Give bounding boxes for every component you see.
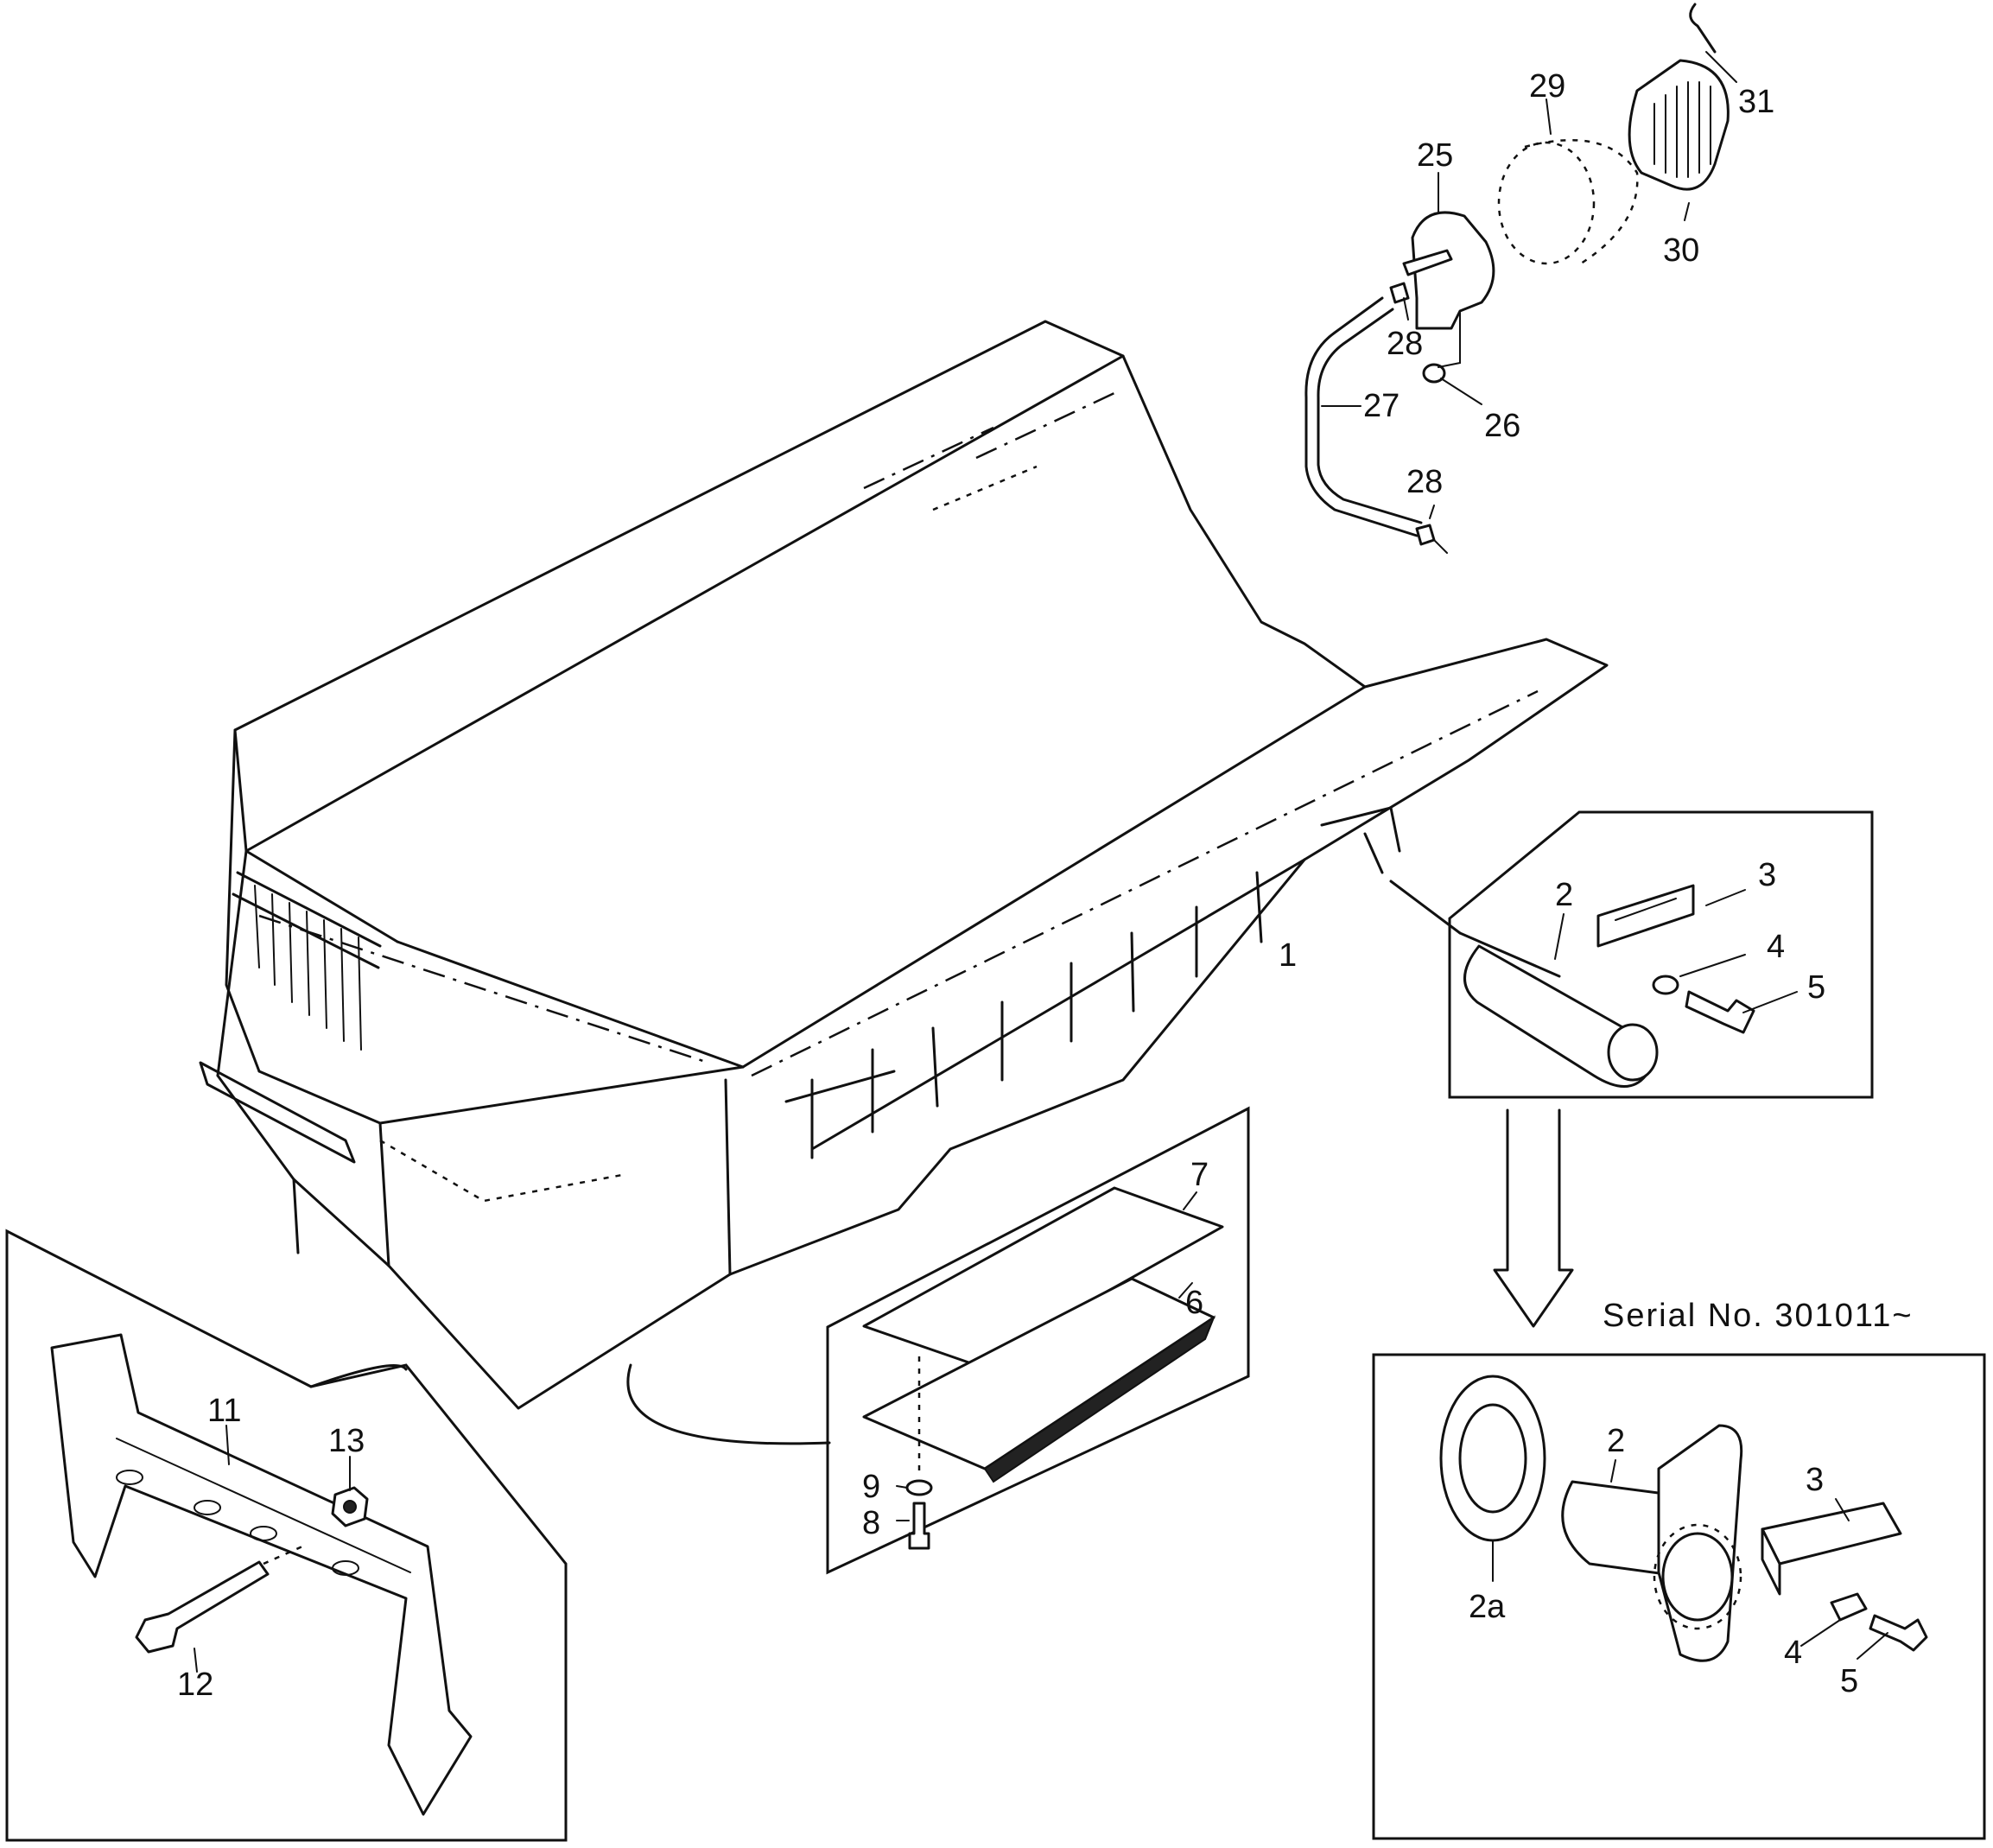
bolt: [1685, 990, 1755, 1034]
label-bracket: 11: [207, 1393, 241, 1429]
pin-inset: [1448, 810, 1874, 1099]
label-new-pin: 2: [1607, 1423, 1625, 1459]
bracket-nut: [331, 1486, 369, 1527]
label-washer: 4: [1767, 929, 1785, 965]
grille: [232, 871, 382, 1051]
plate: [1596, 884, 1695, 948]
clip: [1689, 3, 1717, 54]
arrow-down-icon: [1493, 1108, 1574, 1328]
label-lamp-guard: 30: [1663, 232, 1699, 269]
label-cover-bolt: 8: [862, 1505, 880, 1541]
label-new-collar: 2a: [1469, 1589, 1506, 1625]
serial-variant-inset: [1372, 1353, 1986, 1840]
new-bolt: [1869, 1614, 1928, 1652]
label-rod-nut-top: 28: [1387, 326, 1423, 362]
label-bracket-bolt: 12: [177, 1667, 213, 1703]
pin: [1463, 944, 1659, 1088]
bracket-inset: [5, 1229, 568, 1842]
lamp: [1497, 138, 1639, 265]
bracket: [50, 1333, 473, 1816]
cover-washer: [905, 1479, 933, 1496]
washer: [1652, 975, 1679, 995]
label-cover-lower: 6: [1185, 1285, 1203, 1321]
label-bracket-nut: 13: [328, 1423, 365, 1459]
label-bolt: 5: [1807, 969, 1825, 1006]
label-new-bolt: 5: [1840, 1663, 1858, 1699]
lamp-guard: [1628, 59, 1730, 191]
collar: [1439, 1375, 1546, 1542]
new-pin: [1561, 1424, 1743, 1662]
cover-inset: [826, 1106, 1250, 1575]
cover-upper: [862, 1186, 1224, 1367]
serial-note: Serial No. 301011~: [1603, 1298, 1914, 1334]
rod-nut-top: [1389, 282, 1410, 304]
lamp-nut: [1422, 363, 1446, 384]
label-lamp-bracket: 25: [1417, 137, 1453, 174]
label-cover-upper: 7: [1190, 1157, 1209, 1193]
hood-assembly: [199, 320, 1609, 1445]
label-pin: 2: [1555, 877, 1573, 913]
lamp-bracket: [1411, 211, 1495, 330]
label-rod-nut-bottom: 28: [1406, 464, 1443, 500]
lamp-assembly: [1304, 3, 1737, 554]
label-guard-rod: 27: [1363, 388, 1400, 424]
label-lamp: 29: [1529, 68, 1565, 105]
label-main-frame: 1: [1279, 937, 1297, 974]
label-cover-washer: 9: [862, 1469, 880, 1505]
label-clip: 31: [1738, 84, 1774, 120]
bracket-bolt: [135, 1545, 303, 1654]
callout-labels: 1 2 3 4 5 6 7 8 9 11 12 13 25 26 27 28 2…: [177, 68, 1914, 1703]
label-plate: 3: [1758, 857, 1776, 893]
label-new-plate: 3: [1806, 1462, 1824, 1498]
label-lamp-nut: 26: [1484, 408, 1520, 444]
cover-bolt: [908, 1502, 930, 1550]
new-plate: [1761, 1502, 1902, 1565]
rod-nut-bottom: [1415, 524, 1436, 546]
label-new-washer: 4: [1784, 1635, 1802, 1671]
new-washer: [1830, 1592, 1868, 1622]
guard-rod: [1304, 296, 1419, 537]
